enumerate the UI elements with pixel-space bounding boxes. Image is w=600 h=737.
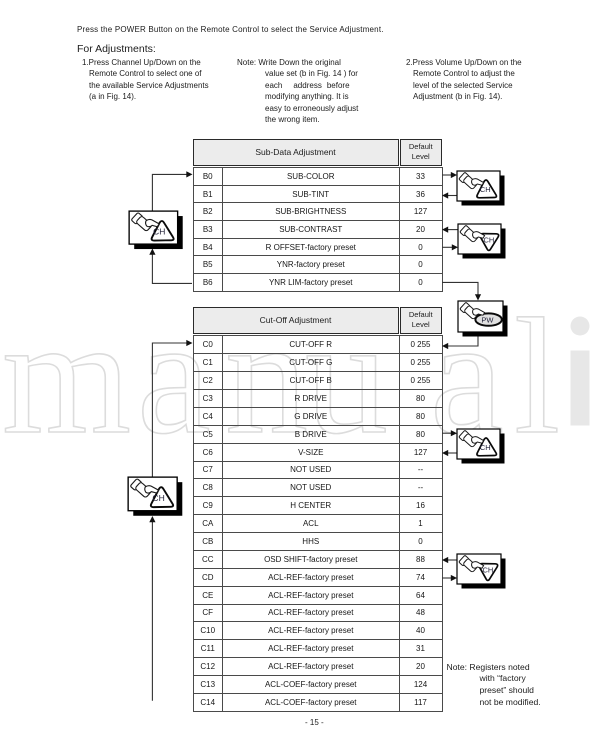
- svg-text:CH: CH: [480, 443, 491, 452]
- svg-text:CH: CH: [153, 227, 165, 237]
- svg-text:CH: CH: [482, 566, 493, 575]
- svg-text:CH: CH: [480, 185, 491, 194]
- svg-text:CH: CH: [483, 235, 494, 244]
- svg-text:PW: PW: [481, 315, 494, 324]
- svg-text:CH: CH: [153, 493, 165, 503]
